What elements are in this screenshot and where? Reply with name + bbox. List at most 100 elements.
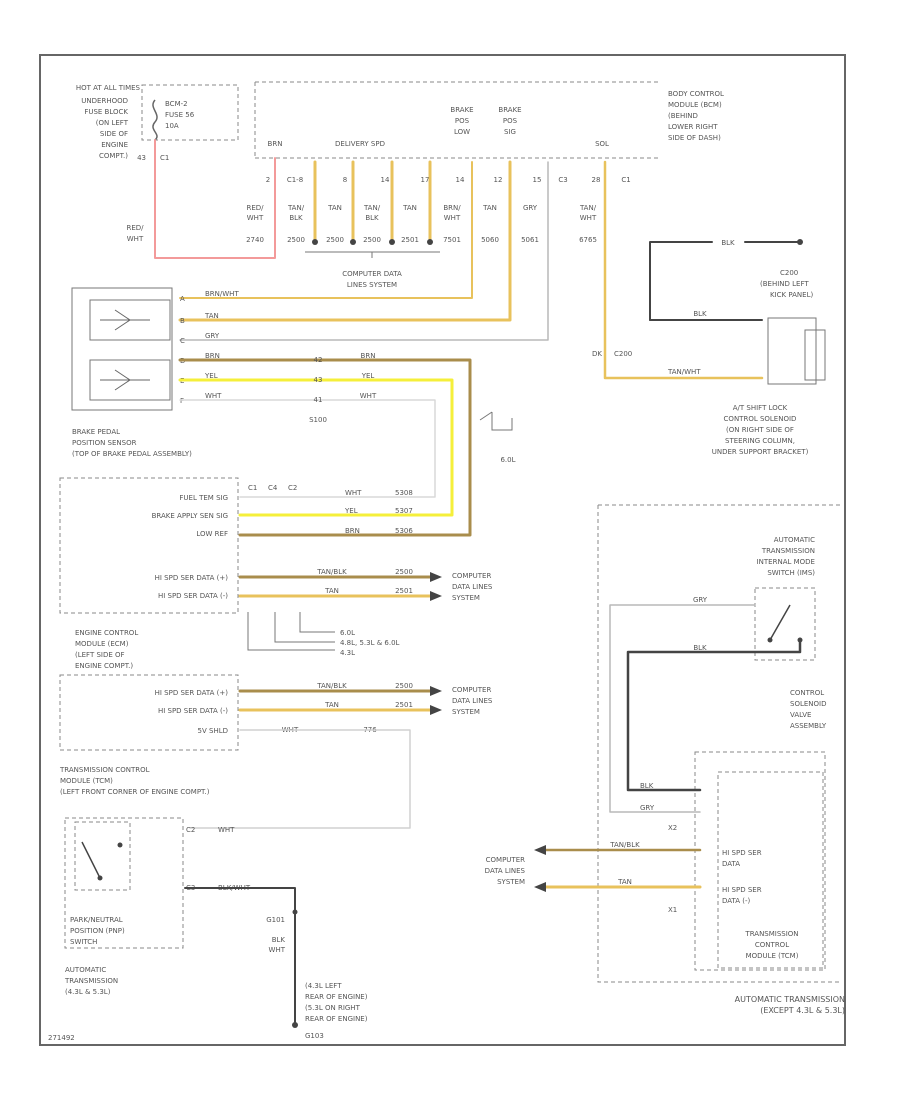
svg-text:14: 14 [456, 176, 465, 184]
svg-text:MODULE (ECM): MODULE (ECM) [75, 640, 129, 648]
svg-text:BRAKE: BRAKE [498, 106, 521, 114]
svg-text:6765: 6765 [579, 236, 597, 244]
svg-text:TRANSMISSION: TRANSMISSION [744, 930, 798, 938]
tcm-module: HI SPD SER DATA (+) HI SPD SER DATA (-) … [59, 674, 413, 796]
svg-text:BRN/WHT: BRN/WHT [205, 290, 239, 298]
svg-text:FUSE 56: FUSE 56 [165, 111, 195, 119]
svg-text:COMPUTER: COMPUTER [486, 856, 525, 864]
fuse-block: HOT AT ALL TIMES UNDERHOOD FUSE BLOCK (O… [76, 84, 239, 162]
svg-text:28: 28 [592, 176, 601, 184]
wire-blk-wht-ground [184, 887, 296, 1023]
svg-text:WHT: WHT [444, 214, 461, 222]
svg-text:LOWER RIGHT: LOWER RIGHT [668, 123, 718, 131]
svg-text:F: F [180, 397, 184, 405]
svg-text:DATA (-): DATA (-) [722, 897, 751, 905]
svg-text:6.0L: 6.0L [500, 456, 515, 464]
svg-text:C2: C2 [186, 826, 195, 834]
engine-options-bracket: 6.0L 4.8L, 5.3L & 6.0L 4.3L [247, 612, 400, 657]
svg-text:C200: C200 [780, 269, 798, 277]
svg-text:(TOP OF BRAKE PEDAL ASSEMBLY): (TOP OF BRAKE PEDAL ASSEMBLY) [72, 450, 192, 458]
splice-s100: 42 43 41 BRN YEL WHT S100 [309, 352, 377, 424]
svg-text:FUEL TEM SIG: FUEL TEM SIG [179, 494, 228, 502]
svg-text:TAN: TAN [402, 204, 417, 212]
svg-text:COMPUTER DATA: COMPUTER DATA [342, 270, 402, 278]
svg-text:X1: X1 [668, 906, 677, 914]
svg-text:TAN/WHT: TAN/WHT [667, 368, 701, 376]
svg-text:(ON LEFT: (ON LEFT [96, 119, 129, 127]
wire-gry [179, 161, 549, 341]
svg-text:(LEFT SIDE OF: (LEFT SIDE OF [75, 651, 125, 659]
svg-text:ENGINE CONTROL: ENGINE CONTROL [75, 629, 138, 637]
svg-text:SIG: SIG [504, 128, 516, 136]
svg-text:BLK: BLK [272, 936, 286, 944]
svg-text:B: B [180, 317, 185, 325]
svg-text:CONTROL: CONTROL [790, 689, 824, 697]
svg-text:BLK: BLK [721, 239, 735, 247]
svg-text:INTERNAL MODE: INTERNAL MODE [757, 558, 815, 566]
svg-text:C: C [180, 337, 185, 345]
svg-text:2500: 2500 [287, 236, 305, 244]
svg-text:TRANSMISSION CONTROL: TRANSMISSION CONTROL [59, 766, 150, 774]
svg-text:BRN/: BRN/ [443, 204, 461, 212]
svg-text:LINES SYSTEM: LINES SYSTEM [347, 281, 397, 289]
svg-text:MODULE (BCM): MODULE (BCM) [668, 101, 722, 109]
svg-text:SYSTEM: SYSTEM [452, 594, 480, 602]
svg-text:S100: S100 [309, 416, 327, 424]
svg-text:POSITION (PNP): POSITION (PNP) [70, 927, 125, 935]
svg-text:TAN: TAN [204, 312, 219, 320]
svg-text:BRN: BRN [361, 352, 376, 360]
svg-text:C4: C4 [268, 484, 278, 492]
wire-brn [178, 358, 472, 537]
svg-text:STEERING COLUMN,: STEERING COLUMN, [725, 437, 795, 445]
fuse-title: HOT AT ALL TIMES [76, 84, 141, 92]
svg-text:SOL: SOL [595, 140, 609, 148]
svg-text:C1: C1 [621, 176, 630, 184]
svg-text:(BEHIND: (BEHIND [668, 112, 698, 120]
svg-text:DATA LINES: DATA LINES [485, 867, 526, 875]
svg-text:TRANSMISSION: TRANSMISSION [761, 547, 815, 555]
svg-text:TAN: TAN [324, 701, 339, 709]
wire-ims-gry [609, 604, 756, 813]
svg-text:SIDE OF: SIDE OF [100, 130, 128, 138]
svg-text:BRAKE PEDAL: BRAKE PEDAL [72, 428, 120, 436]
svg-text:AUTOMATIC TRANSMISSION: AUTOMATIC TRANSMISSION [735, 995, 845, 1004]
svg-text:TAN/: TAN/ [287, 204, 305, 212]
diagram-code: 271492 [48, 1034, 75, 1042]
svg-text:WHT: WHT [269, 946, 286, 954]
svg-text:BRAKE: BRAKE [450, 106, 473, 114]
svg-text:TAN/: TAN/ [363, 204, 381, 212]
svg-text:2500: 2500 [363, 236, 381, 244]
svg-text:GRY: GRY [205, 332, 220, 340]
svg-text:BCM-2: BCM-2 [165, 100, 188, 108]
svg-text:2: 2 [266, 176, 270, 184]
svg-text:SIDE OF DASH): SIDE OF DASH) [668, 134, 721, 142]
svg-text:2740: 2740 [246, 236, 264, 244]
svg-text:UNDERHOOD: UNDERHOOD [81, 97, 128, 105]
svg-text:A: A [180, 295, 185, 303]
svg-text:(EXCEPT 4.3L & 5.3L): (EXCEPT 4.3L & 5.3L) [760, 1006, 845, 1015]
svg-text:(4.3L LEFT: (4.3L LEFT [305, 982, 342, 990]
svg-text:HI SPD SER DATA (-): HI SPD SER DATA (-) [158, 707, 228, 715]
svg-text:ENGINE: ENGINE [101, 141, 128, 149]
svg-text:KICK PANEL): KICK PANEL) [770, 291, 813, 299]
svg-text:BLK: BLK [640, 782, 654, 790]
svg-text:2500: 2500 [395, 682, 413, 690]
outer-frame [39, 54, 846, 1046]
svg-text:MODULE (TCM): MODULE (TCM) [746, 952, 799, 960]
svg-text:LOW REF: LOW REF [196, 530, 228, 538]
svg-text:8: 8 [343, 176, 347, 184]
svg-text:TAN: TAN [617, 878, 632, 886]
svg-text:TAN: TAN [327, 204, 342, 212]
svg-text:WHT: WHT [345, 489, 362, 497]
fuse-symbol [152, 99, 158, 141]
svg-text:10A: 10A [165, 122, 179, 130]
svg-text:(LEFT FRONT CORNER OF ENGINE C: (LEFT FRONT CORNER OF ENGINE COMPT.) [60, 788, 210, 796]
svg-text:BLK: BLK [365, 214, 379, 222]
svg-text:6.0L: 6.0L [340, 629, 355, 637]
svg-text:HI SPD SER: HI SPD SER [722, 849, 762, 857]
svg-text:TRANSMISSION: TRANSMISSION [64, 977, 118, 985]
svg-text:17: 17 [421, 176, 430, 184]
svg-text:TAN: TAN [324, 587, 339, 595]
auto-trans-group: AUTOMATIC TRANSMISSION INTERNAL MODE SWI… [597, 504, 845, 1015]
